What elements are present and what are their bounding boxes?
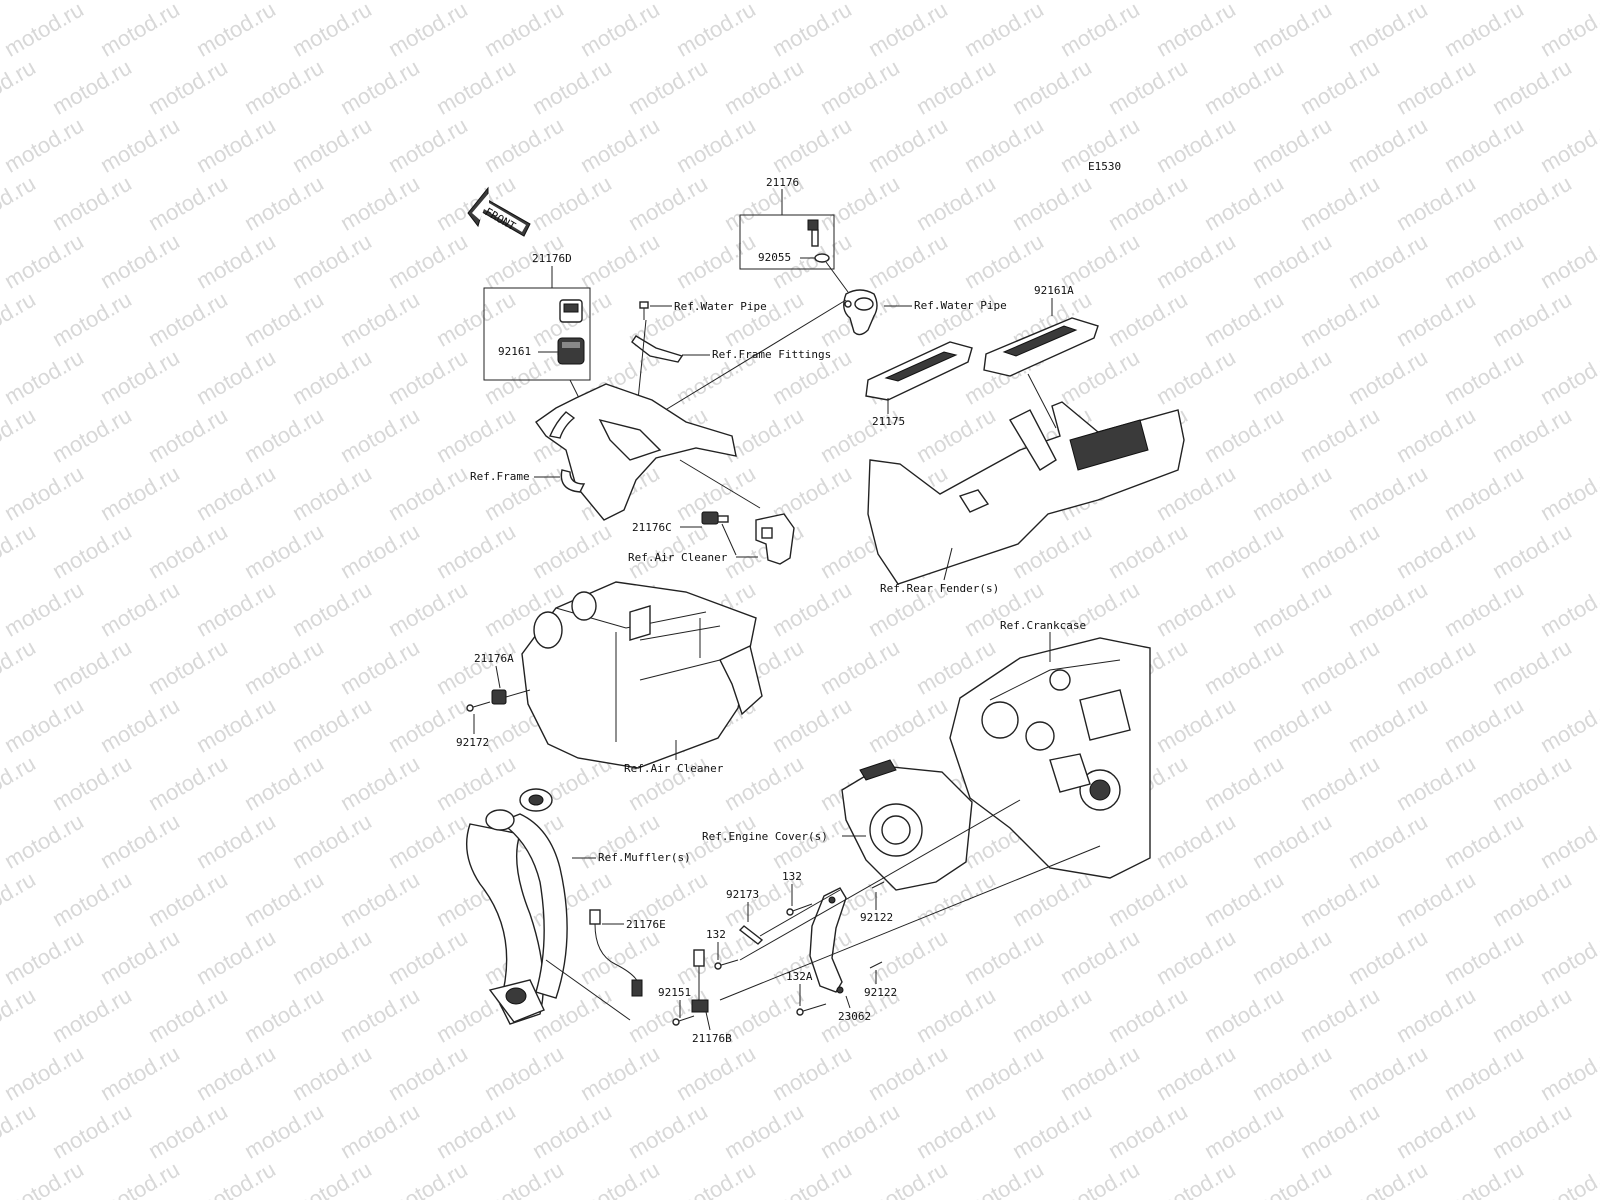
callout-132-mid: 132 (706, 928, 726, 941)
bolt-water-pipe-part (639, 301, 649, 320)
ref-muffler: Ref.Muffler(s) (598, 851, 691, 864)
front-arrow-icon: FRONT (467, 186, 531, 237)
callout-92055: 92055 (758, 251, 791, 264)
sensor-21176A-part (491, 689, 531, 705)
washer-92055-part (814, 253, 830, 263)
crankcase-part (949, 637, 1151, 879)
rear-fender-part (867, 401, 1185, 585)
sensor-21176C-part (701, 511, 729, 525)
screw-92172-part (466, 701, 491, 712)
callout-92172: 92172 (456, 736, 489, 749)
ref-air-cleaner-bottom: Ref.Air Cleaner (624, 762, 724, 775)
callout-21176E: 21176E (626, 918, 666, 931)
callout-21176A: 21176A (474, 652, 514, 665)
clip-92122-bottom-part (869, 961, 883, 969)
ref-water-pipe-right: Ref.Water Pipe (914, 299, 1007, 312)
ref-air-cleaner-top: Ref.Air Cleaner (628, 551, 728, 564)
callout-92122-bottom: 92122 (864, 986, 897, 999)
callout-21176: 21176 (766, 176, 799, 189)
clip-92122-top-part (871, 881, 885, 889)
temperature-sensor-part (807, 219, 819, 247)
sensor-21176B-part (691, 949, 709, 1013)
leader-chain-c (759, 889, 841, 937)
leader-frame-air-cleaner (679, 459, 761, 509)
water-pipe-fitting-part (843, 289, 878, 336)
callout-132-top: 132 (782, 870, 802, 883)
leader-air-cleaner-top-a (721, 523, 737, 556)
bracket-23062-part (809, 887, 847, 994)
leader-muffler-sensor (545, 959, 631, 1021)
callout-box-21176 (739, 214, 835, 270)
callout-21175: 21175 (872, 415, 905, 428)
ref-crankcase: Ref.Crankcase (1000, 619, 1086, 632)
bolt-92151-part (672, 1015, 695, 1026)
muffler-part (465, 788, 568, 1025)
leader-92161A-down (1027, 373, 1057, 429)
callout-92161A: 92161A (1034, 284, 1074, 297)
air-cleaner-box-part (521, 581, 763, 769)
diagram-code: E1530 (1088, 160, 1121, 173)
callout-92151: 92151 (658, 986, 691, 999)
callout-132A: 132A (786, 970, 813, 983)
callout-92173: 92173 (726, 888, 759, 901)
sensor-21176D-part (559, 299, 583, 323)
callout-92161: 92161 (498, 345, 531, 358)
air-cleaner-duct-part (755, 513, 795, 565)
oxygen-sensor-21176E-part (589, 909, 643, 997)
ref-rear-fender: Ref.Rear Fender(s) (880, 582, 999, 595)
callout-21176B: 21176B (692, 1032, 732, 1045)
callout-92122-top: 92122 (860, 911, 893, 924)
callout-box-21176D (483, 287, 591, 381)
bolt-132-mid-part (714, 959, 739, 970)
callout-21176D: 21176D (532, 252, 572, 265)
bolt-132-top-part (786, 903, 813, 916)
ref-frame: Ref.Frame (470, 470, 530, 483)
ref-frame-fittings: Ref.Frame Fittings (712, 348, 831, 361)
leader-21176B (705, 1011, 711, 1031)
ref-engine-cover: Ref.Engine Cover(s) (702, 830, 828, 843)
leader-21176A (495, 665, 501, 689)
callout-23062: 23062 (838, 1010, 871, 1023)
leader-21176-down (825, 261, 849, 293)
frame-fitting-bracket-part (631, 335, 684, 363)
bolt-132A-part (796, 1003, 827, 1016)
pin-92173-part (738, 925, 764, 945)
engine-cover-part (841, 759, 973, 891)
leader-23062 (845, 995, 851, 1009)
ref-water-pipe-left: Ref.Water Pipe (674, 300, 767, 313)
leader-rear-fender (943, 547, 953, 581)
rubber-92161A-part (983, 317, 1099, 377)
frame-part (535, 383, 737, 521)
leader-chain-a (739, 799, 1021, 961)
callout-21176C: 21176C (632, 521, 672, 534)
leader-chain-b (719, 845, 1101, 1001)
rubber-92161-part (557, 337, 585, 365)
leader-fitting-frame (661, 299, 847, 413)
